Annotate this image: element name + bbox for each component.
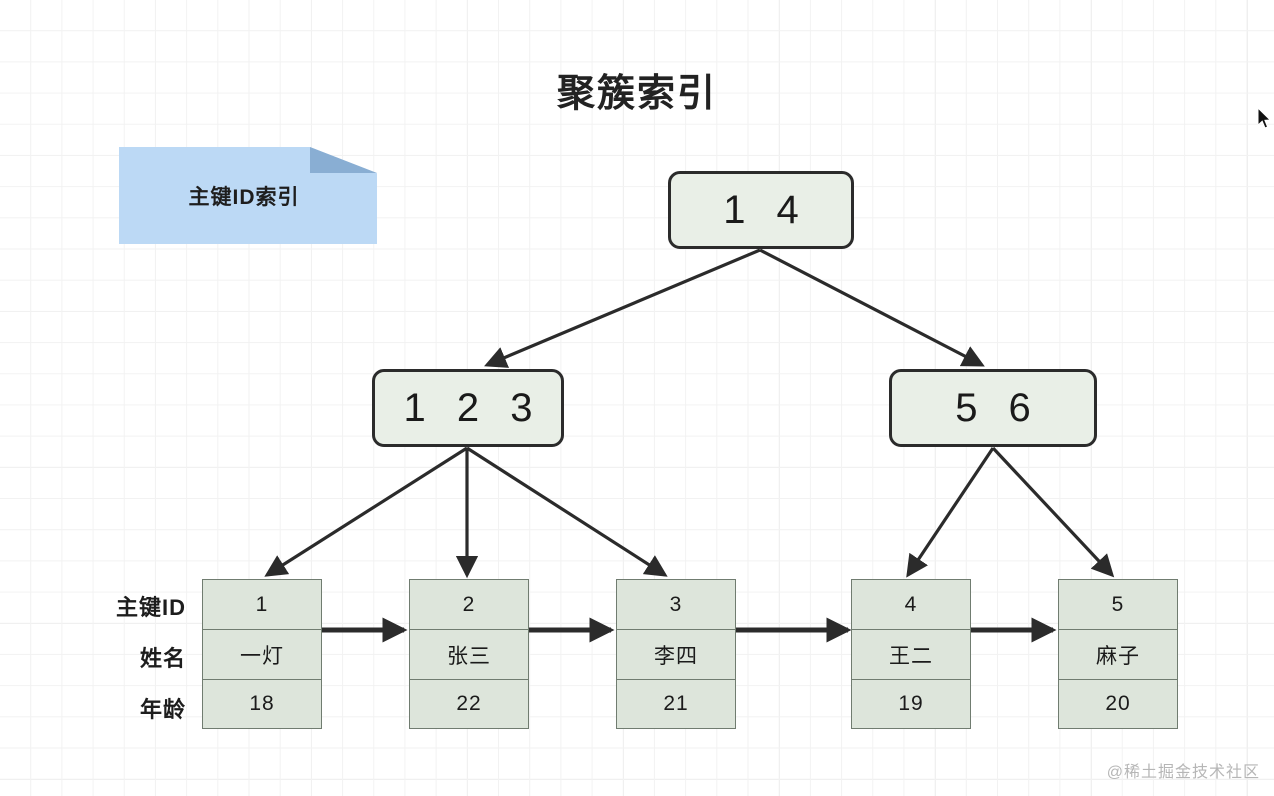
leaf-node-1: 1 一灯 18 [202, 579, 322, 729]
leaf-cell-age: 20 [1058, 679, 1178, 729]
leaf-cell-id: 2 [409, 579, 529, 629]
leaf-cell-age: 19 [851, 679, 971, 729]
index-node-root: 1 4 [668, 171, 854, 249]
leaf-cell-age: 22 [409, 679, 529, 729]
index-node-left: 1 2 3 [372, 369, 564, 447]
row-label-age: 年龄 [139, 696, 186, 722]
leaf-cell-age: 18 [202, 679, 322, 729]
leaf-cell-name: 张三 [409, 629, 529, 679]
leaf-row-labels: 主键ID 姓名 年龄 [58, 580, 186, 733]
page-title: 聚簇索引 [556, 73, 717, 115]
note-label: 主键ID索引 [188, 185, 300, 209]
leaf-cell-age: 21 [616, 679, 736, 729]
note-fold-corner-icon [310, 147, 377, 173]
edge-right-to-leaf4 [906, 447, 995, 578]
leaf-cell-id: 3 [616, 579, 736, 629]
leaf-cell-id: 5 [1058, 579, 1178, 629]
watermark: @稀土掘金技术社区 [1106, 764, 1260, 781]
leaf-cell-id: 4 [851, 579, 971, 629]
edge-left-to-leaf1 [264, 446, 468, 577]
edge-root-to-right [759, 248, 985, 367]
leaf-cell-name: 李四 [616, 629, 736, 679]
edge-left-to-leaf3 [466, 446, 668, 577]
index-node-right: 5 6 [889, 369, 1097, 447]
leaf-node-2: 2 张三 22 [409, 579, 529, 729]
leaf-node-3: 3 李四 21 [616, 579, 736, 729]
leaf-node-4: 4 王二 19 [851, 579, 971, 729]
mouse-cursor-icon [1258, 108, 1272, 129]
leaf-cell-id: 1 [202, 579, 322, 629]
row-label-primary-key: 主键ID [115, 594, 186, 620]
leaf-cell-name: 一灯 [202, 629, 322, 679]
edge-right-to-leaf5 [991, 446, 1115, 578]
leaf-cell-name: 麻子 [1058, 629, 1178, 679]
leaf-cell-name: 王二 [851, 629, 971, 679]
edge-root-to-left [484, 248, 761, 368]
row-label-name: 姓名 [139, 645, 186, 671]
note-primary-key-index: 主键ID索引 [119, 147, 377, 244]
leaf-node-5: 5 麻子 20 [1058, 579, 1178, 729]
